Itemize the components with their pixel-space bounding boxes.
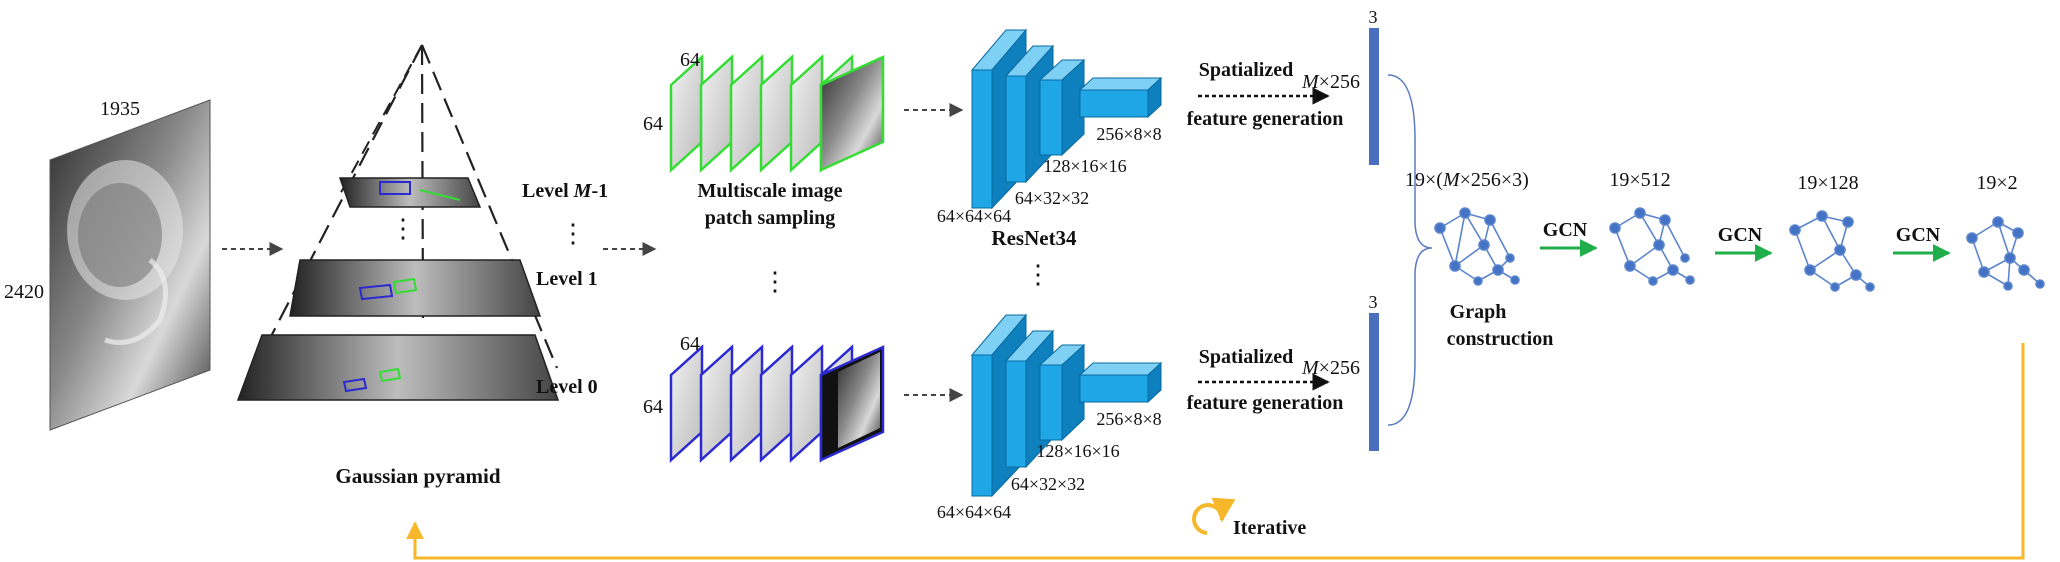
iterative-cycle-icon	[1192, 497, 1236, 535]
patch-width-label-bottom: 64	[680, 333, 700, 355]
resnet-dots: ⋮	[1025, 260, 1051, 289]
green-patch-stack	[669, 54, 885, 173]
gaussian-pyramid-caption: Gaussian pyramid	[335, 464, 500, 488]
gcn-label-2: GCN	[1718, 224, 1763, 246]
iterative-label: Iterative	[1233, 517, 1306, 539]
patch-width-label-top: 64	[680, 49, 700, 71]
sampling-dots: ⋮	[762, 267, 788, 296]
gaussian-pyramid	[236, 44, 560, 401]
resnet-bottom-dim-3: 128×16×16	[1036, 441, 1119, 461]
feature-bar-bottom	[1369, 313, 1379, 451]
input-height-label: 2420	[4, 281, 44, 303]
patch-height-label-bottom: 64	[643, 396, 663, 418]
gcn-label-3: GCN	[1896, 224, 1941, 246]
resnet-name: ResNet34	[991, 226, 1077, 250]
spatialized-bottom-line2: feature generation	[1187, 392, 1344, 414]
patch-height-label-top: 64	[643, 113, 663, 135]
resnet-top-dim-1: 64×64×64	[937, 206, 1011, 226]
feature-bar-top	[1369, 28, 1379, 165]
spatial-bottom-dim: M×256	[1301, 357, 1360, 379]
graph-dim-2: 19×128	[1797, 172, 1858, 194]
graph-construction-line2: construction	[1447, 328, 1554, 350]
graph-construction-line1: Graph	[1450, 301, 1507, 323]
resnet-top-dim-4: 256×8×8	[1096, 124, 1161, 144]
pyramid-dots: ⋮	[390, 214, 416, 243]
gcn-label-1: GCN	[1543, 219, 1588, 241]
graph-gcn3-icon	[1966, 216, 2045, 291]
resnet-bottom	[970, 313, 1163, 498]
resnet-top-dim-3: 128×16×16	[1043, 156, 1126, 176]
input-xray-image	[49, 99, 211, 431]
graph-gcn1-icon	[1609, 207, 1695, 286]
spatialized-top-line2: feature generation	[1187, 108, 1344, 130]
level-m-minus-1-label: Level M-1	[522, 180, 608, 202]
level-dots: ⋮	[560, 219, 586, 248]
spatial-top-three: 3	[1369, 7, 1378, 27]
level-1-label: Level 1	[536, 268, 598, 290]
graph-construction-icon	[1434, 207, 1520, 286]
resnet-bottom-dim-4: 256×8×8	[1096, 409, 1161, 429]
sampling-title-line2: patch sampling	[705, 207, 836, 229]
blue-patch-stack	[669, 344, 885, 463]
sampling-title-line1: Multiscale image	[698, 180, 843, 202]
input-width-label: 1935	[100, 98, 140, 120]
graph-gcn2-icon	[1789, 210, 1875, 292]
iterative-feedback-arrow	[406, 343, 2025, 560]
graph-dim-1: 19×512	[1609, 169, 1670, 191]
graph-dim-3: 19×2	[1976, 172, 2017, 194]
concat-dim-label: 19×(M×256×3)	[1405, 169, 1529, 191]
spatialized-bottom-line1: Spatialized	[1199, 346, 1293, 368]
concat-brace	[1387, 74, 1433, 426]
resnet-top-dim-2: 64×32×32	[1015, 188, 1089, 208]
spatial-top-dim: M×256	[1301, 71, 1360, 93]
resnet-bottom-dim-1: 64×64×64	[937, 502, 1011, 522]
spatialized-top-line1: Spatialized	[1199, 59, 1293, 81]
level-0-label: Level 0	[536, 376, 598, 398]
resnet-bottom-dim-2: 64×32×32	[1011, 474, 1085, 494]
resnet-top	[970, 28, 1163, 210]
spatial-bottom-three: 3	[1369, 292, 1378, 312]
